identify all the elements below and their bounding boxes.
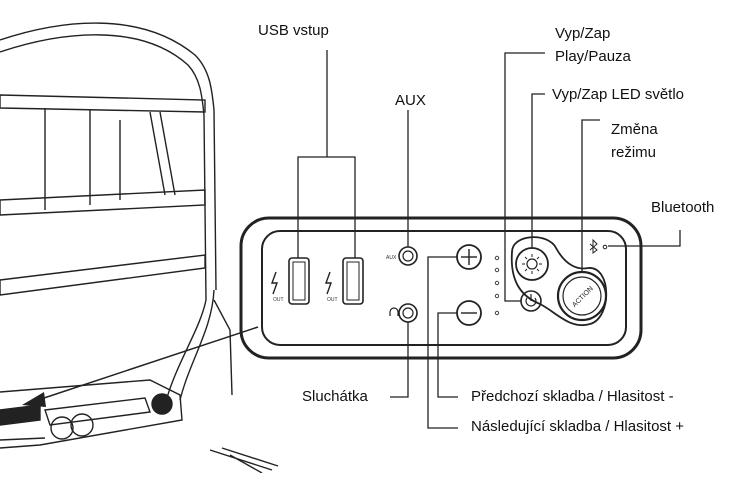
usb-out-mark-1: OUT — [273, 297, 284, 303]
zoom-arrow — [22, 326, 259, 407]
bluetooth-icon — [589, 238, 608, 254]
label-previous-track: Předchozí skladba / Hlasitost - — [471, 388, 674, 405]
label-power-play-line2: Play/Pauza — [555, 48, 631, 65]
usb-port-icon — [271, 257, 364, 305]
label-mode-line2: režimu — [611, 144, 657, 161]
label-usb-input: USB vstup — [258, 22, 329, 39]
aux-jack-icon — [398, 246, 418, 266]
leader-lines — [297, 50, 681, 429]
label-headphones: Sluchátka — [302, 388, 368, 405]
speaker-sketch — [0, 22, 279, 474]
label-bluetooth: Bluetooth — [651, 199, 715, 216]
label-led-light: Vyp/Zap LED světlo — [552, 86, 685, 103]
label-mode-line1: Změna — [611, 121, 658, 138]
led-light-icon[interactable] — [515, 247, 549, 281]
label-power-play-line1: Vyp/Zap — [555, 25, 611, 42]
minus-icon[interactable] — [456, 300, 482, 326]
action-mark: ACTION — [571, 285, 595, 309]
label-aux: AUX — [395, 92, 426, 109]
plus-icon[interactable] — [456, 244, 482, 270]
usb-out-mark-2: OUT — [327, 297, 338, 303]
control-panel — [239, 216, 643, 360]
power-icon[interactable] — [520, 290, 542, 312]
led-indicator-dots — [494, 255, 500, 316]
aux-small-mark: AUX — [386, 255, 397, 261]
headphone-jack-icon — [389, 303, 418, 323]
label-next-track: Následující skladba / Hlasitost + — [471, 418, 685, 435]
